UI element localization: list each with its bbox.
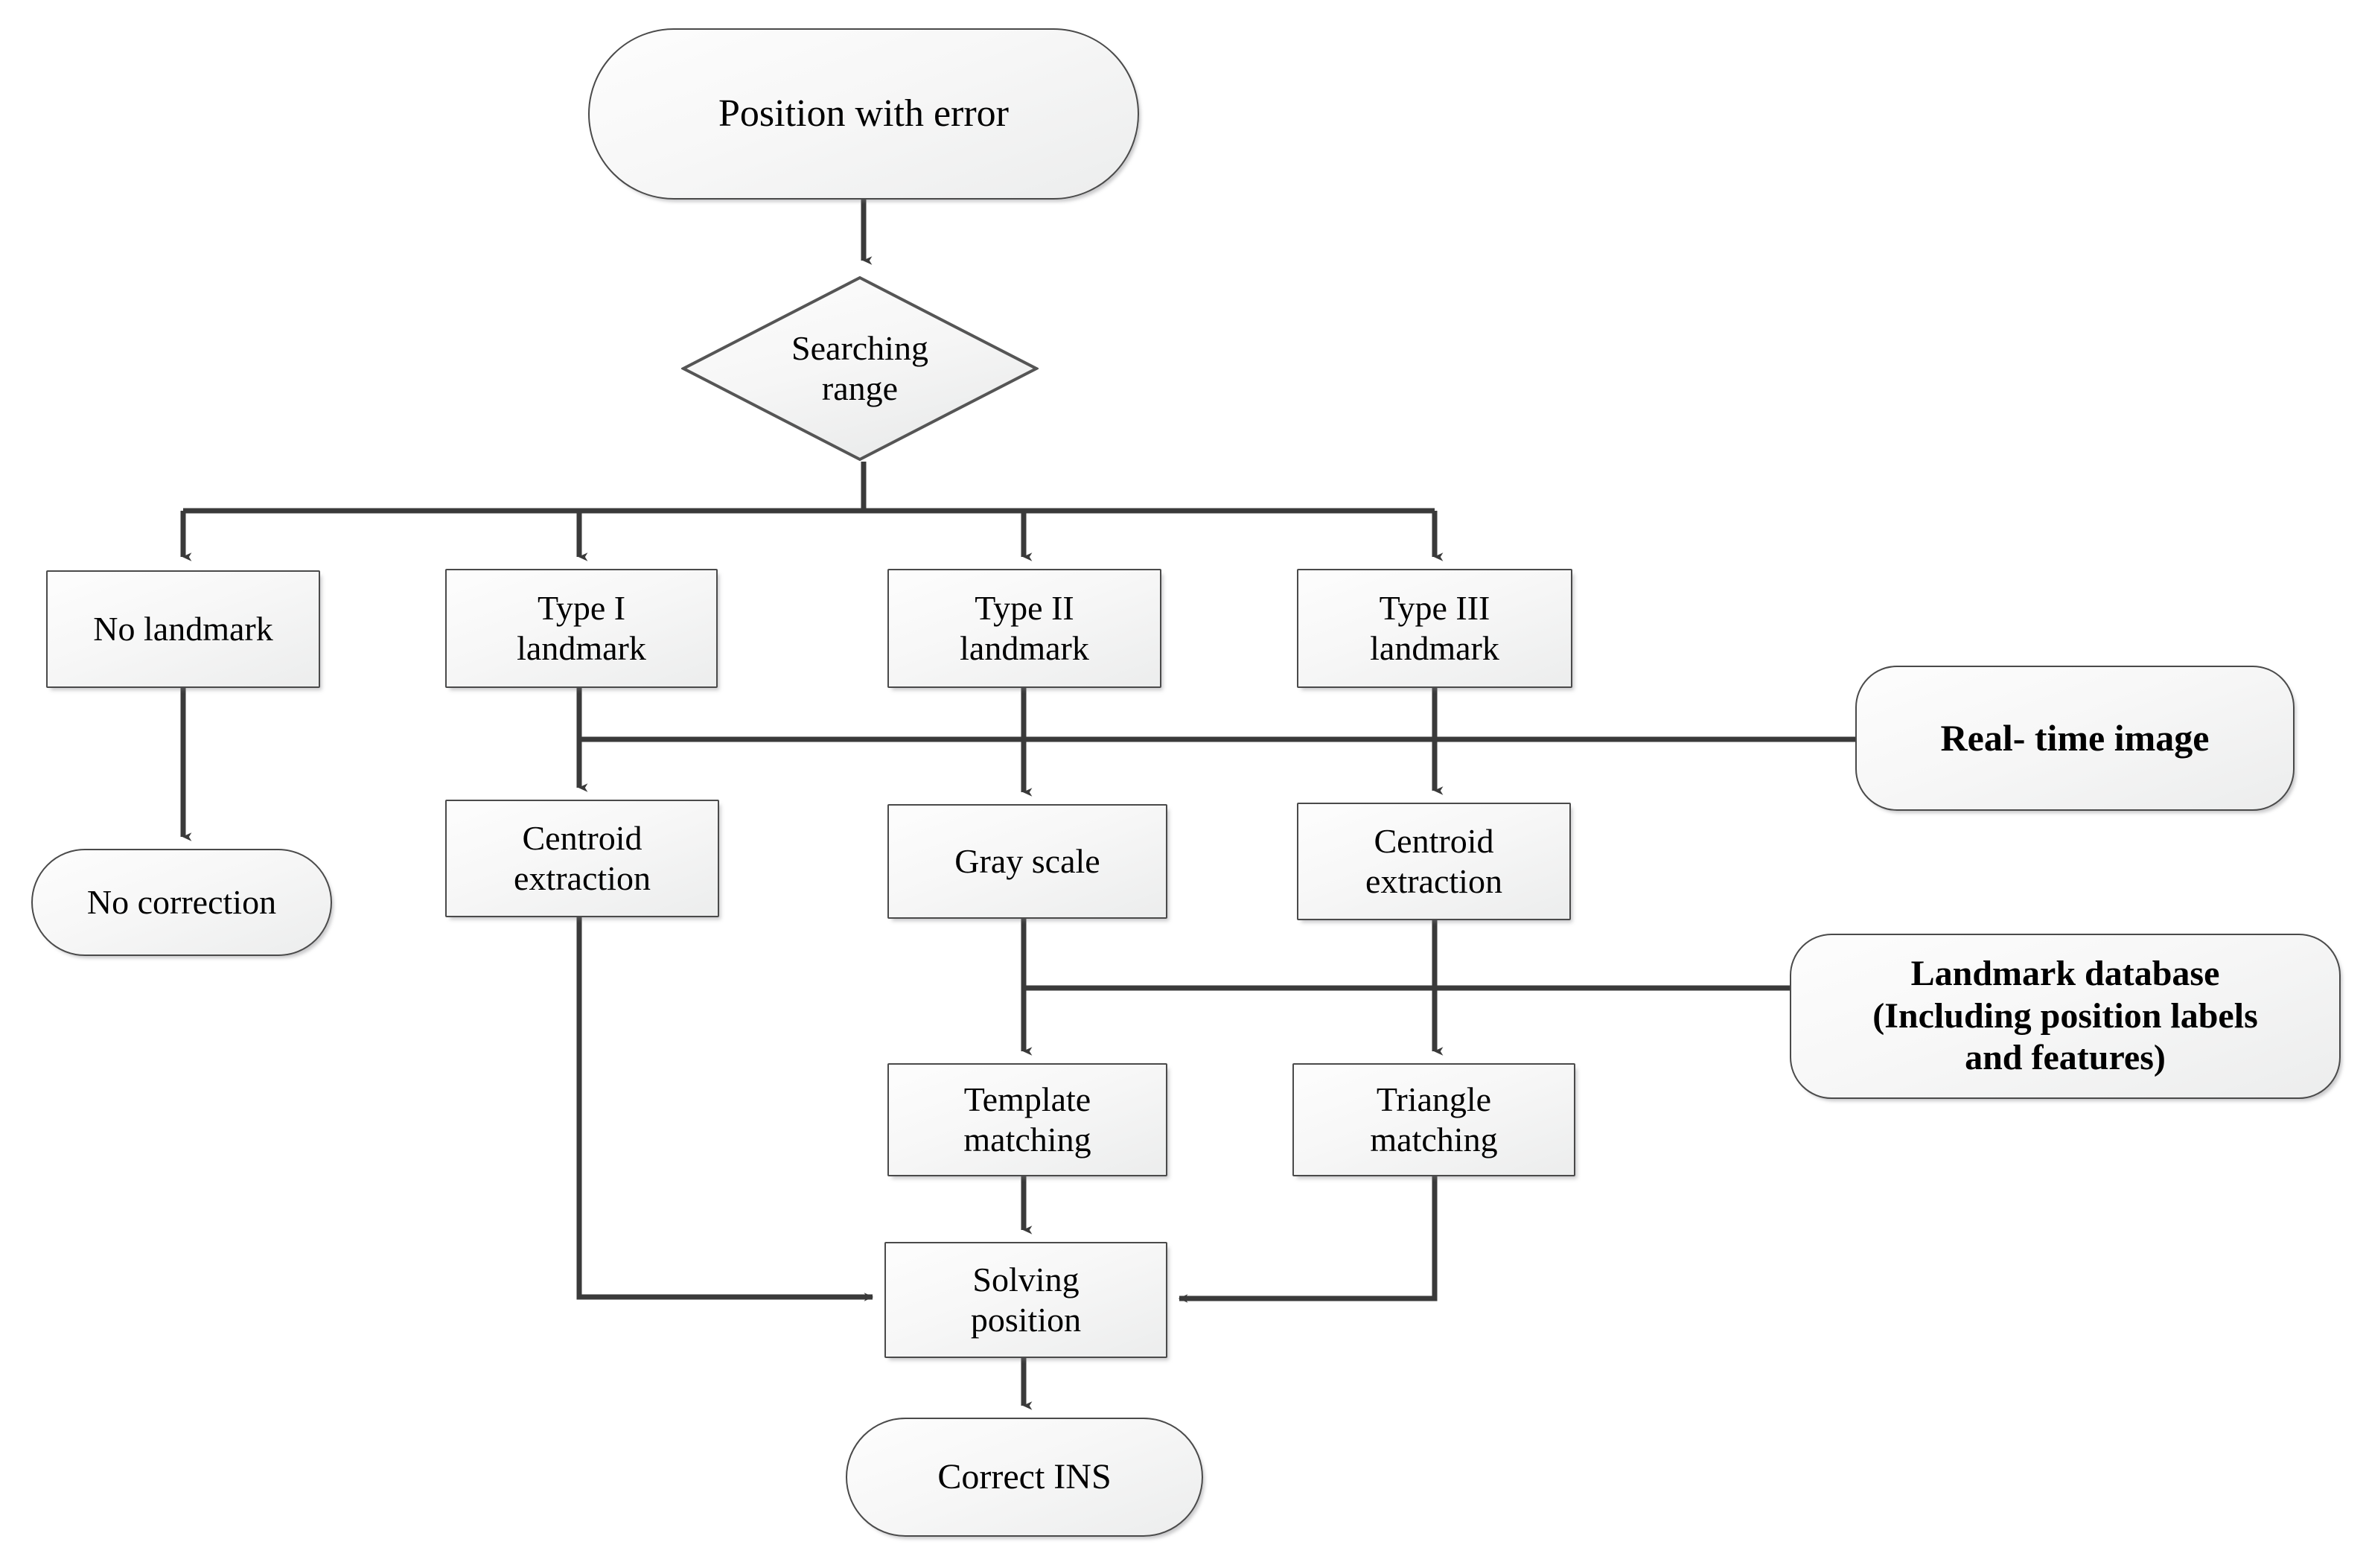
node-label: Landmark database (Including position la…	[1872, 954, 2258, 1078]
node-triangle-matching[interactable]: Triangle matching	[1292, 1063, 1575, 1176]
node-no-landmark[interactable]: No landmark	[46, 570, 320, 688]
node-centroid-extraction-left[interactable]: Centroid extraction	[445, 800, 719, 917]
node-type-ii-landmark[interactable]: Type II landmark	[887, 569, 1161, 688]
node-label: Real- time image	[1940, 717, 2210, 759]
node-searching-range[interactable]: Searching range	[681, 275, 1039, 462]
node-label: Solving position	[970, 1260, 1082, 1339]
node-solving-position[interactable]: Solving position	[884, 1242, 1167, 1358]
node-centroid-extraction-right[interactable]: Centroid extraction	[1297, 803, 1571, 920]
node-label: Triangle matching	[1370, 1080, 1498, 1159]
node-label: Position with error	[718, 92, 1009, 136]
node-landmark-database[interactable]: Landmark database (Including position la…	[1790, 934, 2341, 1099]
edge-centroid-left-to-solving-position	[576, 917, 874, 1301]
node-template-matching[interactable]: Template matching	[887, 1063, 1167, 1176]
node-type-i-landmark[interactable]: Type I landmark	[445, 569, 718, 688]
node-correct-ins[interactable]: Correct INS	[846, 1418, 1203, 1537]
node-label: Searching range	[791, 328, 928, 407]
node-real-time-image[interactable]: Real- time image	[1855, 666, 2295, 811]
node-label: No landmark	[93, 609, 273, 648]
node-label: Centroid extraction	[1365, 821, 1502, 900]
node-label: Correct INS	[937, 1456, 1112, 1497]
node-label: Type I landmark	[517, 588, 646, 667]
node-gray-scale[interactable]: Gray scale	[887, 804, 1167, 919]
edge-triangle-matching-to-solving-position	[1178, 1176, 1438, 1303]
node-label: Type II landmark	[960, 588, 1089, 667]
diamond-shape	[681, 275, 1039, 462]
node-label: Gray scale	[954, 841, 1100, 880]
node-label: Type III landmark	[1370, 588, 1499, 667]
node-type-iii-landmark[interactable]: Type III landmark	[1297, 569, 1572, 688]
node-label: Centroid extraction	[514, 818, 651, 897]
node-label: Template matching	[963, 1080, 1091, 1159]
node-position-with-error[interactable]: Position with error	[588, 28, 1139, 200]
node-no-correction[interactable]: No correction	[31, 849, 332, 956]
node-label: No correction	[86, 882, 277, 921]
